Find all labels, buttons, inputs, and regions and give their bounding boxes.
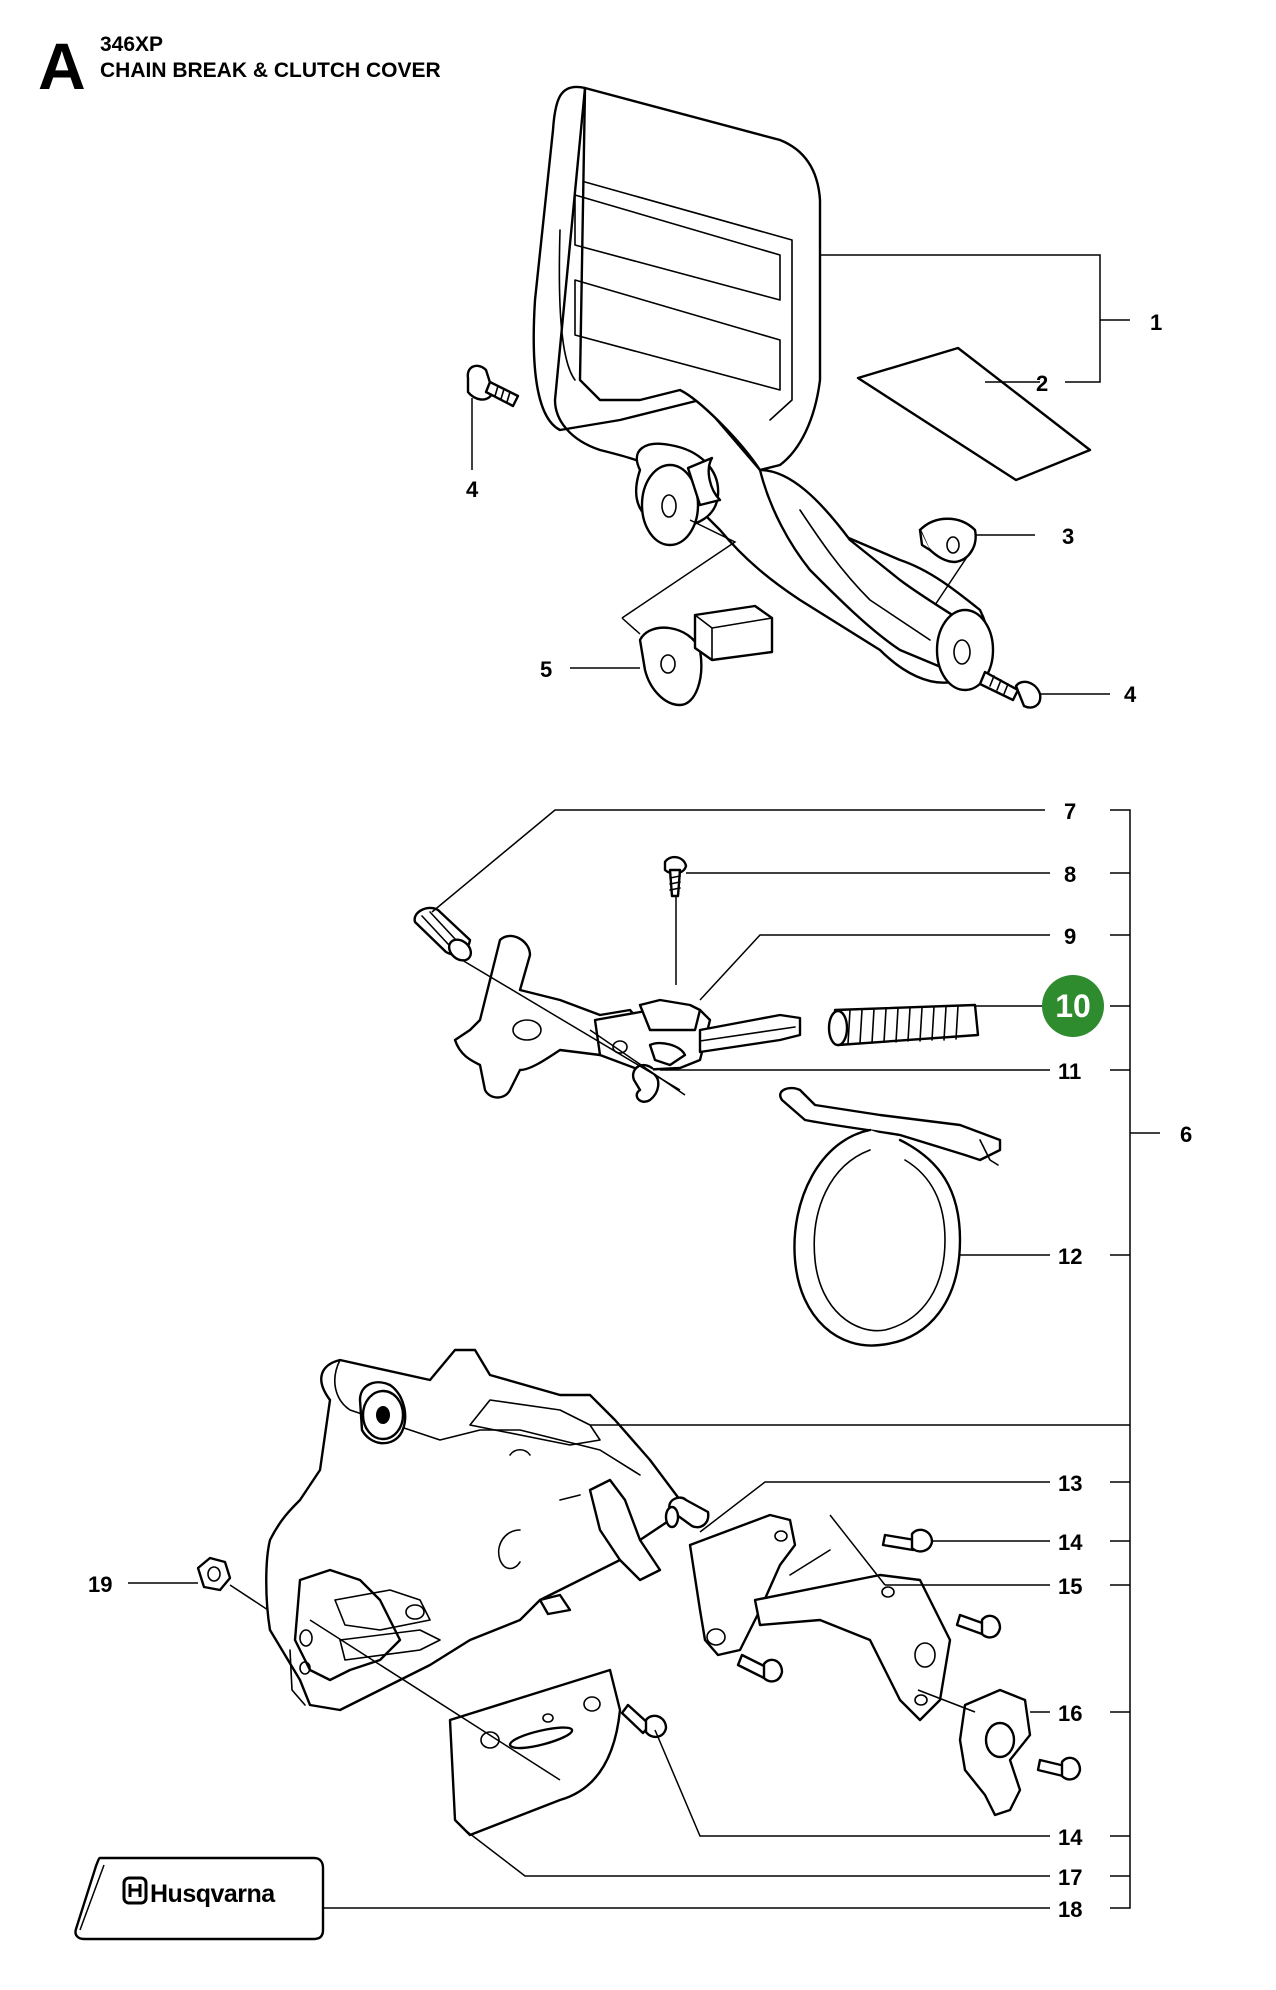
- washer-3: [918, 517, 977, 564]
- model-number: 346XP: [100, 33, 163, 56]
- pin-7: [413, 906, 473, 962]
- guide-plate-15: [688, 1513, 952, 1722]
- leader-17: [464, 1829, 1050, 1877]
- brake-lever-9: [453, 934, 802, 1099]
- highlight-badge: [1042, 975, 1104, 1037]
- nut-19: [196, 1556, 232, 1592]
- spring-10: [827, 1003, 980, 1047]
- callout-3: 3: [1062, 524, 1074, 549]
- callout-2: 2: [1036, 371, 1048, 396]
- screw-left-lower: [736, 1653, 784, 1683]
- catcher-block-16: [958, 1688, 1032, 1817]
- callout-10-highlight[interactable]: 10: [1042, 975, 1104, 1037]
- leader-13: [699, 1481, 1050, 1533]
- screw-8: [663, 855, 688, 898]
- screw-14-top: [881, 1528, 934, 1553]
- clutch-cover-housing: [265, 1348, 682, 1712]
- leader-1: [820, 254, 1101, 383]
- leader-7: [431, 809, 1045, 913]
- callout-19: 19: [88, 1572, 112, 1597]
- callout-17: 17: [1058, 1865, 1082, 1890]
- screw-4-right: [978, 670, 1042, 709]
- callout-11: 11: [1058, 1059, 1081, 1084]
- hand-guard-drawing: [532, 85, 995, 692]
- section-letter: A: [38, 29, 86, 103]
- callout-14-top: 14: [1058, 1530, 1083, 1555]
- screw-4-left: [466, 364, 520, 408]
- brand-name: Husqvarna: [150, 1880, 276, 1908]
- callout-6: 6: [1180, 1122, 1192, 1147]
- callout-7: 7: [1064, 799, 1076, 824]
- screw-16-side: [1036, 1756, 1082, 1781]
- callout-5: 5: [540, 657, 552, 682]
- diagram-title: CHAIN BREAK & CLUTCH COVER: [100, 59, 441, 82]
- husqvarna-crown-icon: [122, 1876, 148, 1905]
- callout-14-bottom: 14: [1058, 1825, 1083, 1850]
- leader-6-bracket: [1110, 809, 1131, 1909]
- callout-10: 10: [1055, 988, 1091, 1024]
- screw-15-side: [955, 1613, 1002, 1639]
- callout-1: 1: [1150, 310, 1162, 335]
- brand-decal: Husqvarna: [74, 1856, 325, 1941]
- callout-9: 9: [1064, 924, 1076, 949]
- callout-15: 15: [1058, 1574, 1082, 1599]
- label-sticker: [856, 346, 1092, 482]
- callout-8: 8: [1064, 862, 1076, 887]
- cover-plate-17: [448, 1668, 622, 1837]
- callout-16: 16: [1058, 1701, 1082, 1726]
- bushing-5: [638, 604, 774, 707]
- leader-14-bottom: [654, 1729, 1050, 1837]
- callout-4-right: 4: [1124, 682, 1137, 707]
- callout-12: 12: [1058, 1244, 1082, 1269]
- stud-13: [664, 1496, 710, 1529]
- callout-4-left: 4: [466, 477, 479, 502]
- callout-18: 18: [1058, 1897, 1082, 1922]
- screw-14-bottom: [620, 1703, 668, 1739]
- leader-9: [699, 934, 1050, 1001]
- callout-13: 13: [1058, 1471, 1082, 1496]
- brake-band-12: [779, 1086, 1002, 1347]
